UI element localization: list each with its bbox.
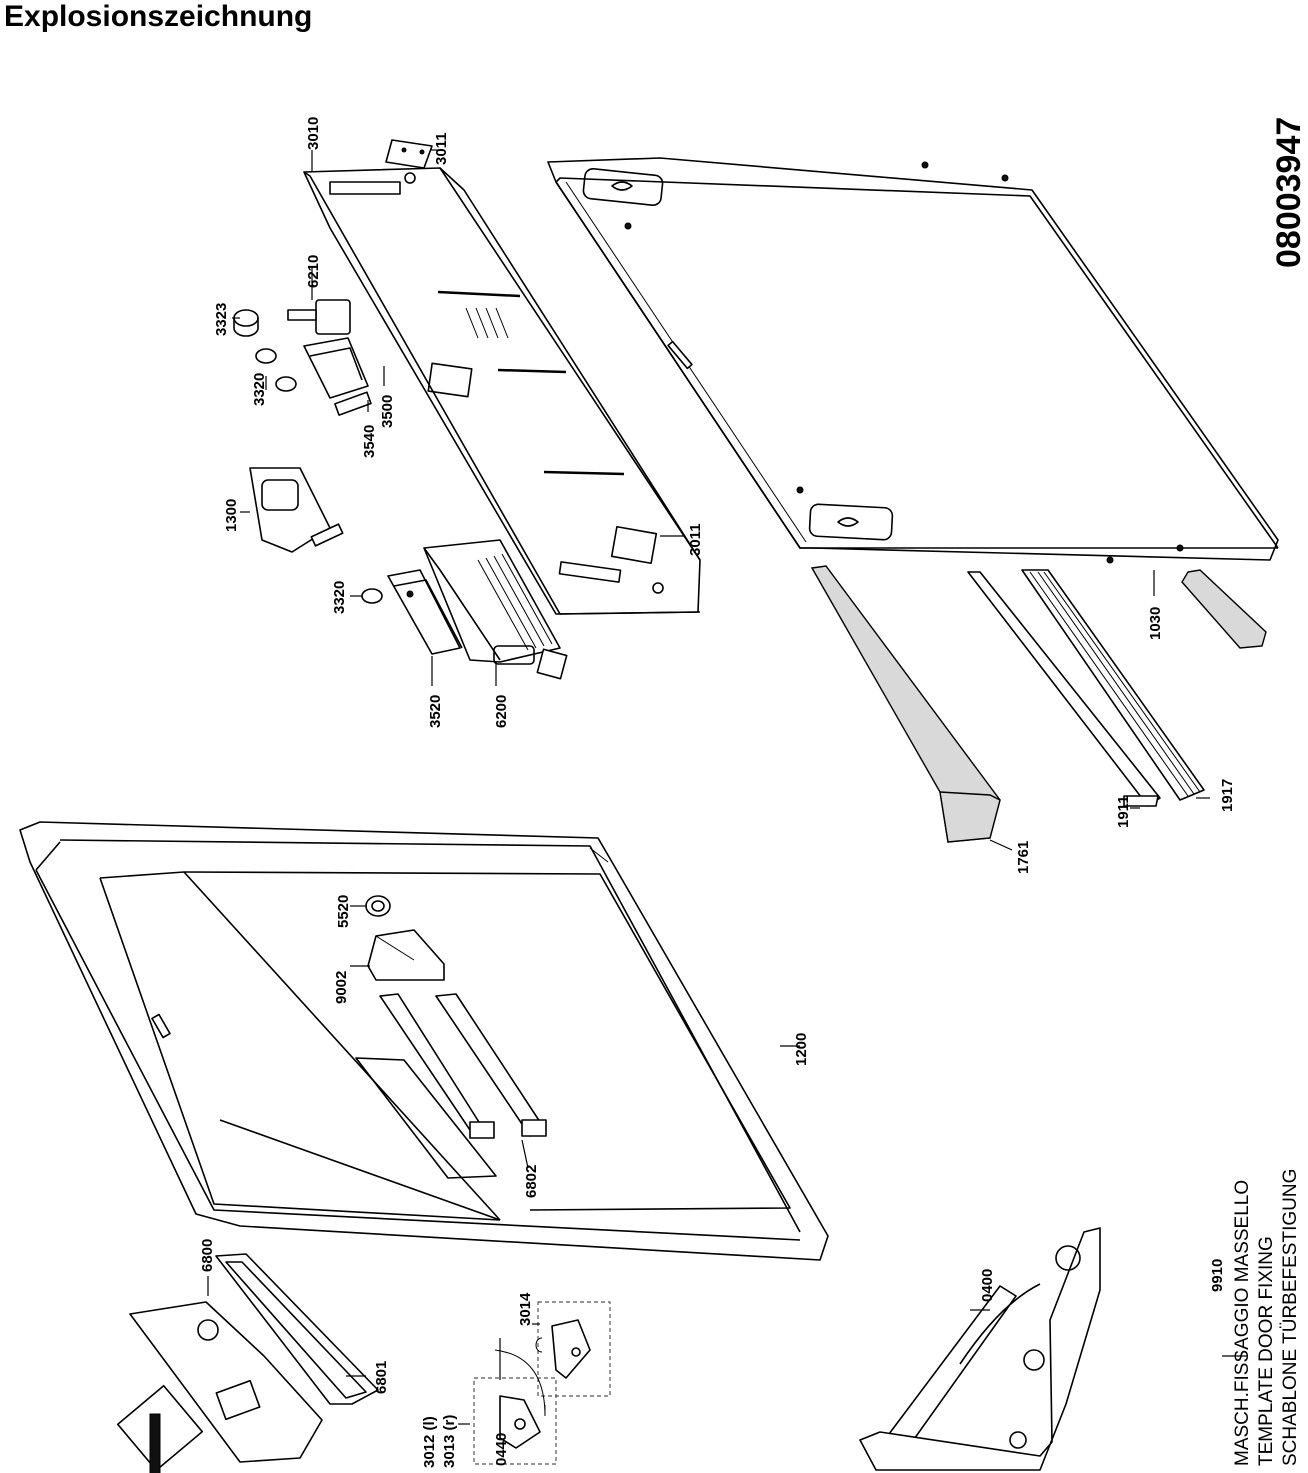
label-3012: 3012 (l) [421,1416,438,1468]
part-labels: 3010 3011 6210 3323 3320 3540 3500 1300 … [199,117,1236,1468]
profile-1911 [967,571,1161,807]
handle-rails-6802 [379,993,547,1139]
outer-door-panel [547,157,1279,564]
knob-3320-b [361,588,383,604]
note-line-3: SCHABLONE TÜRBEFESTIGUNG [1280,1169,1301,1466]
label-3010: 3010 [305,117,322,150]
note-line-1: MASCH.FISSAGGIO MASSELLO [1232,1180,1253,1466]
label-1300: 1300 [223,499,240,532]
label-3013: 3013 (r) [441,1415,458,1468]
foam-strip-right [1181,569,1267,649]
label-1200: 1200 [793,1033,810,1066]
label-3500: 3500 [379,395,396,428]
clip-3012-3013 [473,1377,557,1465]
page-title: Explosionszeichnung [4,0,313,33]
bracket-9002 [367,929,445,981]
switch-6210 [287,299,351,335]
label-9002: 9002 [333,971,350,1004]
switch-housing-3500 [303,337,372,416]
label-1761: 1761 [1015,841,1032,874]
label-1911: 1911 [1115,795,1132,828]
label-5520: 5520 [335,895,352,928]
clip-3014 [537,1301,611,1397]
electronic-module-6200 [423,539,568,680]
door-lock-1300 [249,467,344,553]
seal-profile-1917 [1021,569,1205,801]
label-3320-b: 3320 [331,581,348,614]
gasket-6801 [215,1253,379,1405]
note-line-2: TEMPLATE DOOR FIXING [1256,1236,1277,1466]
label-0400: 0400 [979,1269,996,1302]
label-6210: 6210 [305,255,322,288]
knob-3320-a [255,348,297,392]
hinge-plate-3011-top [385,139,433,169]
knob-3323 [233,309,259,337]
label-9910: 9910 [1209,1259,1226,1292]
spring-0440 [149,1337,546,1473]
label-3011-top: 3011 [433,132,450,165]
label-3520: 3520 [427,695,444,728]
template-note: 9910 MASCH.FISSAGGIO MASSELLO TEMPLATE D… [1209,1169,1301,1466]
label-3323: 3323 [213,303,230,336]
label-6200: 6200 [493,695,510,728]
label-3320-a: 3320 [251,373,268,406]
label-1030: 1030 [1147,607,1164,640]
hinge-0400 [859,1227,1101,1471]
leader-lines [207,149,1248,1425]
label-3011-bottom: 3011 [687,523,704,556]
label-0440: 0440 [493,1433,510,1466]
label-3540: 3540 [361,425,378,458]
control-panel-frame [303,167,701,615]
dispenser-cap-5520 [365,895,391,917]
bracket-3520 [387,569,463,655]
document-number: 08003947 [1270,117,1308,268]
label-6802: 6802 [523,1165,540,1198]
label-3014: 3014 [517,1292,534,1326]
label-1917: 1917 [1219,779,1236,812]
label-6800: 6800 [199,1239,216,1272]
label-6801: 6801 [373,1361,390,1394]
foam-strip-1761 [810,565,1001,843]
